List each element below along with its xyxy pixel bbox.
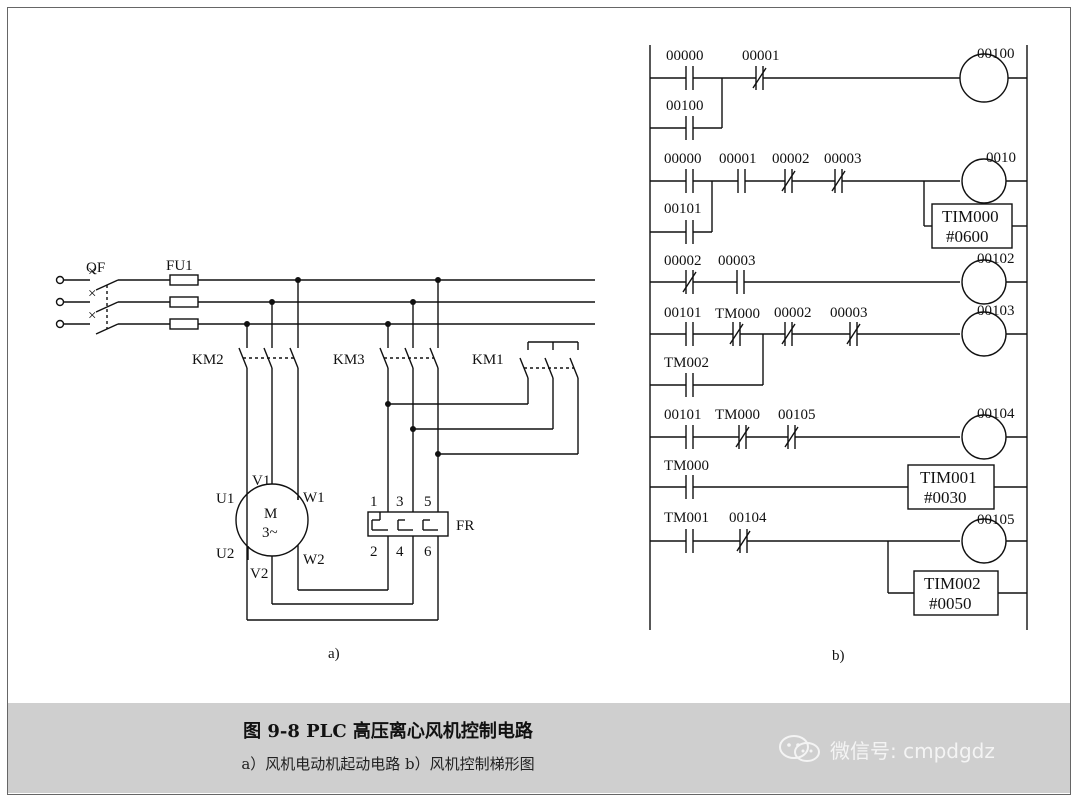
svg-text:×: × bbox=[88, 286, 96, 302]
r3-coil: 00102 bbox=[977, 251, 1015, 267]
v1-label: V1 bbox=[252, 473, 270, 489]
r1-c3: 00100 bbox=[666, 98, 704, 114]
caption-subtitle: a）风机电动机起动电路 b）风机控制梯形图 bbox=[241, 755, 535, 773]
r4-c5: TM002 bbox=[664, 355, 709, 371]
fr-terminal-5: 5 bbox=[424, 494, 432, 510]
u2-label: U2 bbox=[216, 546, 234, 562]
svg-text:×: × bbox=[88, 308, 96, 324]
fr-label: FR bbox=[456, 518, 474, 534]
r3-c2: 00003 bbox=[718, 253, 756, 269]
motor-phase-label: 3~ bbox=[262, 525, 278, 541]
fr-terminal-6: 6 bbox=[424, 544, 432, 560]
r2-c2: 00001 bbox=[719, 151, 757, 167]
r5-c3: 00105 bbox=[778, 407, 816, 423]
svg-text:×: × bbox=[88, 264, 96, 280]
r6-preset: #0030 bbox=[924, 488, 967, 507]
motor-circuit: × × × bbox=[55, 258, 595, 662]
ladder-diagram: 00000 00001 00100 00100 00000 00001 0000… bbox=[649, 45, 1028, 664]
fr-terminal-1: 1 bbox=[370, 494, 378, 510]
km1-label: KM1 bbox=[472, 352, 504, 368]
r7-coil: 00105 bbox=[977, 512, 1015, 528]
r7-preset: #0050 bbox=[929, 594, 972, 613]
watermark-text: 微信号: cmpdgdz bbox=[830, 738, 995, 763]
r6-timer: TIM001 bbox=[920, 468, 977, 487]
r6-c1: TM000 bbox=[664, 458, 709, 474]
r5-coil: 00104 bbox=[977, 406, 1015, 422]
wechat-icon bbox=[779, 735, 820, 762]
r7-timer: TIM002 bbox=[924, 574, 981, 593]
r1-c2: 00001 bbox=[742, 48, 780, 64]
diagram-b-label: b) bbox=[832, 648, 845, 664]
figure-frame bbox=[7, 7, 1071, 795]
fr-terminal-4: 4 bbox=[396, 544, 404, 560]
r2-timer: TIM000 bbox=[942, 207, 999, 226]
r4-coil: 00103 bbox=[977, 303, 1015, 319]
w2-label: W2 bbox=[303, 552, 325, 568]
fu1-label: FU1 bbox=[166, 258, 193, 274]
r2-c5: 00101 bbox=[664, 201, 702, 217]
r2-coil: 0010 bbox=[986, 150, 1016, 166]
r4-c4: 00003 bbox=[830, 305, 868, 321]
r4-c1: 00101 bbox=[664, 305, 702, 321]
r2-preset: #0600 bbox=[946, 227, 989, 246]
qf-label: QF bbox=[86, 260, 105, 276]
diagram-a-label: a) bbox=[328, 646, 340, 662]
r1-coil: 00100 bbox=[977, 46, 1015, 62]
motor-m-label: M bbox=[264, 506, 277, 522]
r4-c3: 00002 bbox=[774, 305, 812, 321]
v2-label: V2 bbox=[250, 566, 268, 582]
r5-c1: 00101 bbox=[664, 407, 702, 423]
u1-label: U1 bbox=[216, 491, 234, 507]
w1-label: W1 bbox=[303, 490, 325, 506]
r7-c2: 00104 bbox=[729, 510, 767, 526]
watermark: 微信号: cmpdgdz bbox=[778, 733, 995, 765]
r3-c1: 00002 bbox=[664, 253, 702, 269]
r7-c1: TM001 bbox=[664, 510, 709, 526]
fr-terminal-2: 2 bbox=[370, 544, 378, 560]
r2-c3: 00002 bbox=[772, 151, 810, 167]
km3-label: KM3 bbox=[333, 352, 365, 368]
r1-c1: 00000 bbox=[666, 48, 704, 64]
fr-terminal-3: 3 bbox=[396, 494, 404, 510]
figure-diagrams: × × × bbox=[55, 45, 1028, 664]
caption-title: 图 9-8 PLC 高压离心风机控制电路 bbox=[243, 721, 533, 742]
figure-caption: 图 9-8 PLC 高压离心风机控制电路 a）风机电动机起动电路 b）风机控制梯… bbox=[8, 703, 1070, 793]
km2-label: KM2 bbox=[192, 352, 224, 368]
r2-c4: 00003 bbox=[824, 151, 862, 167]
r4-c2: TM000 bbox=[715, 306, 760, 322]
r2-c1: 00000 bbox=[664, 151, 702, 167]
r5-c2: TM000 bbox=[715, 407, 760, 423]
